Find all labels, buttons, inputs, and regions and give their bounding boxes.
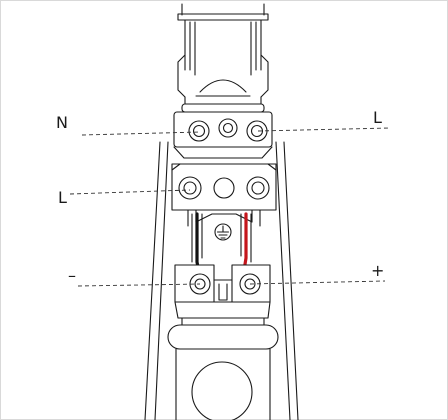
top-connector <box>177 3 269 113</box>
earth-ground-icon <box>214 223 232 241</box>
mounting-hole <box>191 361 253 420</box>
label-live-left: L <box>58 188 67 207</box>
top-terminal-block <box>173 111 273 159</box>
bottom-grip <box>167 324 279 420</box>
housing <box>144 141 299 420</box>
leader-lines <box>69 127 391 287</box>
middle-terminal-block <box>171 163 277 227</box>
label-negative: – <box>68 266 76 285</box>
label-positive: + <box>371 261 384 280</box>
label-live-top: L <box>373 108 382 127</box>
lower-terminal-block <box>174 264 271 327</box>
label-neutral: N <box>56 113 68 132</box>
